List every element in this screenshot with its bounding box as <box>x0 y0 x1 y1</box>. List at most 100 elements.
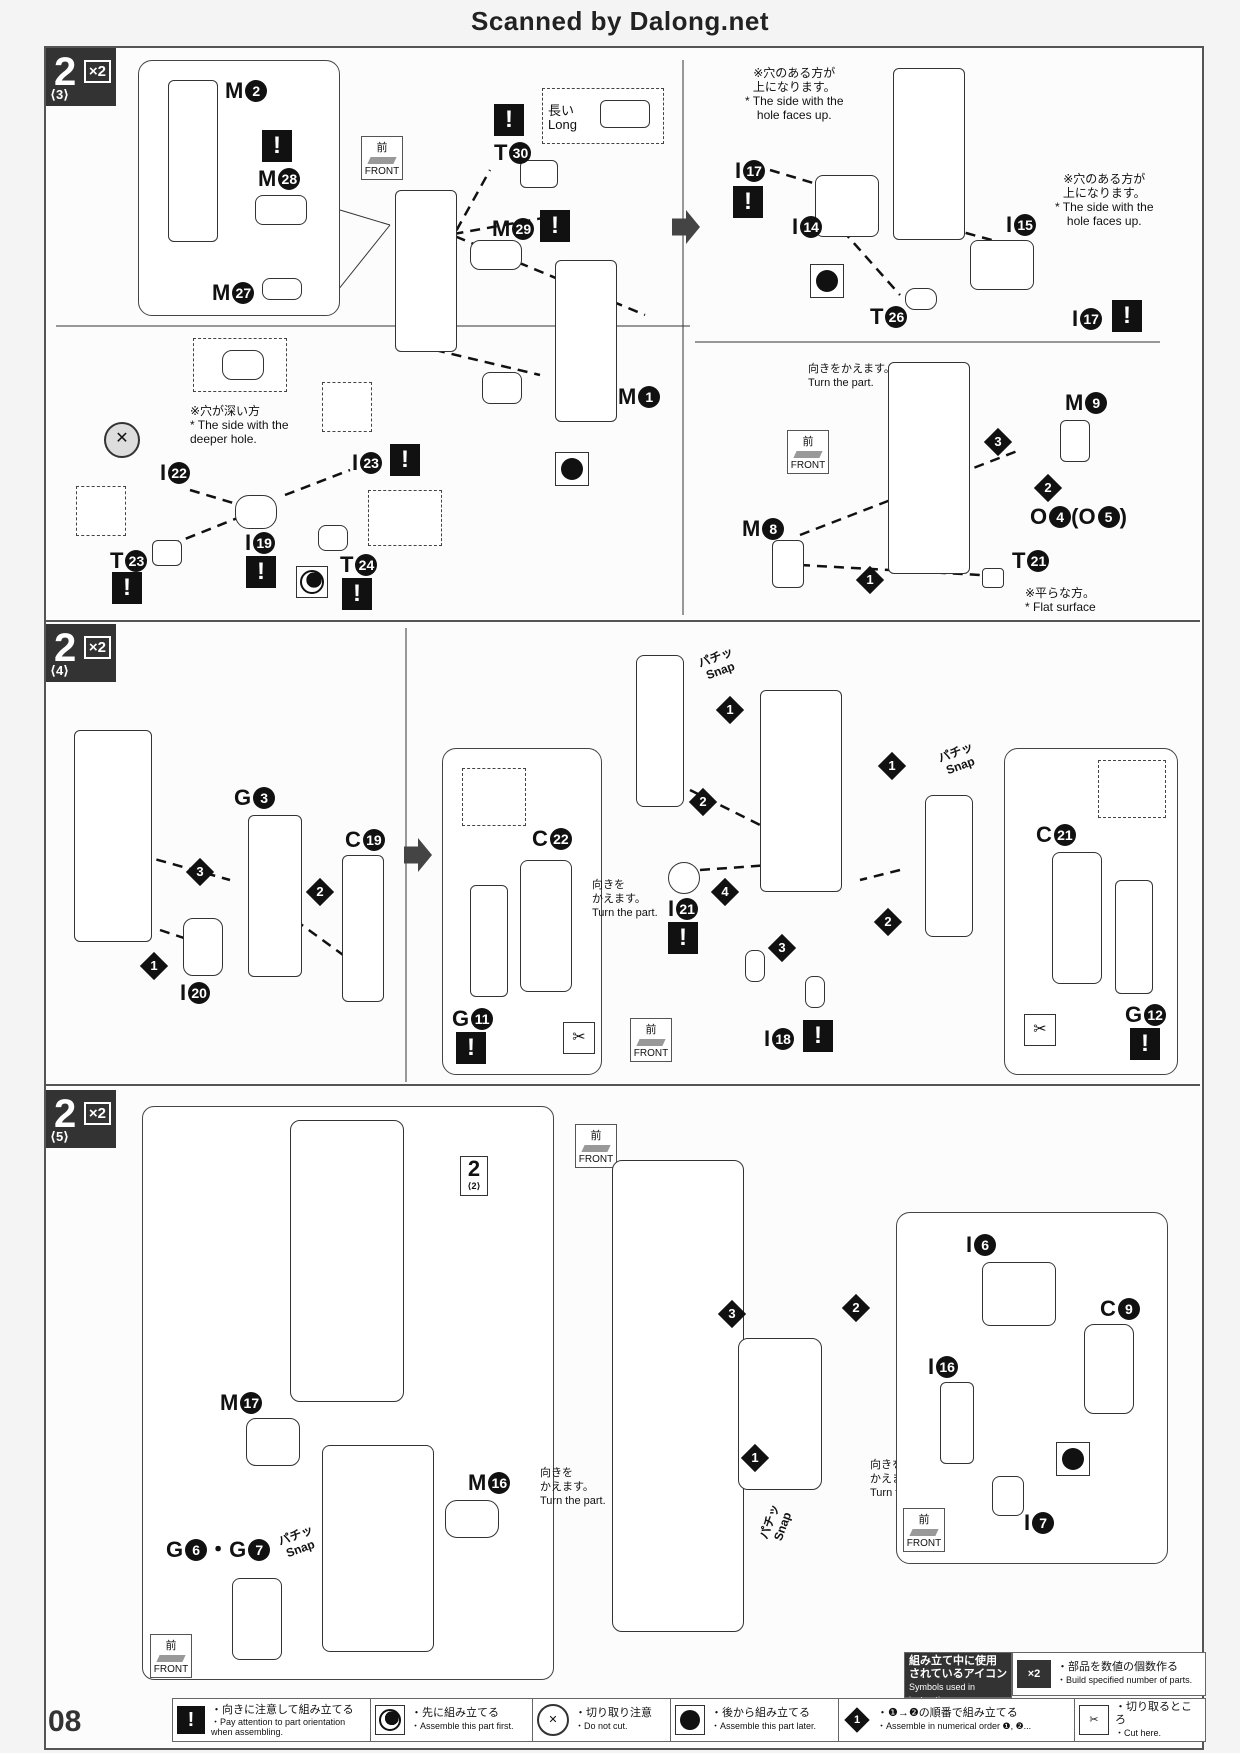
note-turn: 向きをかえます。Turn the part. <box>808 363 895 389</box>
multiplier: ×2 <box>83 60 111 83</box>
warn-icon: ! <box>803 1020 833 1052</box>
frame-part-main <box>395 190 457 352</box>
part-c22 <box>520 860 572 992</box>
warn-icon: ! <box>246 556 276 588</box>
part-arm-left <box>636 655 684 807</box>
section-divider-1 <box>46 620 1200 622</box>
warn-icon: ! <box>456 1032 486 1064</box>
step-2: 2 <box>688 787 718 817</box>
warn-icon: ! <box>112 572 142 604</box>
later-icon <box>1056 1442 1090 1476</box>
step-2: 2 <box>841 1293 871 1323</box>
part-lower-connector <box>482 372 522 404</box>
step-4: 4 <box>710 877 740 907</box>
part-i18a <box>745 950 765 982</box>
part-i14 <box>815 175 879 237</box>
step-2: 2 <box>305 877 335 907</box>
legend-order: 1 ・❶→❷の順番で組み立てる・Assemble in numerical or… <box>838 1698 1076 1742</box>
part-i19-assembly <box>235 495 277 529</box>
step-1: 1 <box>855 565 885 595</box>
frame-part-upper <box>893 68 965 240</box>
legend-title: 組み立て中に使用 されているアイコン Symbols used in instr… <box>904 1652 1012 1705</box>
note-hole-up-2: ※穴のある方が 上になります。* The side with the hole … <box>1055 172 1154 228</box>
full-leg-assembly <box>612 1160 744 1632</box>
step-2: 2 <box>873 907 903 937</box>
section-divider-2 <box>46 1084 1200 1086</box>
step-number: 2 <box>54 1092 77 1136</box>
part-arm-right <box>925 795 973 937</box>
part-g12 <box>1115 880 1153 994</box>
part-t24 <box>318 525 348 551</box>
lower-leg-frame <box>322 1445 434 1652</box>
scan-credit: Scanned by Dalong.net <box>471 6 769 36</box>
warn-icon: ! <box>342 578 372 610</box>
part-g6-g7 <box>232 1578 282 1660</box>
part-hole-detail <box>222 350 264 380</box>
detail-box-t23 <box>76 486 126 536</box>
section-badge-2-4: 2 ⟨4⟩ ×2 <box>46 624 116 682</box>
part-c9 <box>1084 1324 1134 1414</box>
part-i21-ball <box>668 862 700 894</box>
step-sub: ⟨3⟩ <box>50 87 70 102</box>
step-1: 1 <box>715 695 745 725</box>
note-turn-2-5a: 向きを かえます。Turn the part. <box>540 1467 606 1507</box>
note-turn-2-4: 向きを かえます。Turn the part. <box>592 879 658 919</box>
frame-part-center <box>760 690 842 892</box>
frame-part-m2 <box>168 80 218 242</box>
note-flat: ※平らな方。* Flat surface <box>1025 586 1096 614</box>
warn-icon: ! <box>262 130 292 162</box>
part-long-detail <box>600 100 650 128</box>
part-t23 <box>152 540 182 566</box>
part-i7 <box>992 1476 1024 1516</box>
part-i16 <box>940 1382 974 1464</box>
section-badge-2-5: 2 ⟨5⟩ ×2 <box>46 1090 116 1148</box>
step-3: 3 <box>185 857 215 887</box>
x2-icon: ×2 <box>1017 1660 1051 1688</box>
cut-icon: ✂ <box>563 1022 595 1054</box>
step-1: 1 <box>740 1443 770 1473</box>
detail-box-cut-2 <box>1098 760 1166 818</box>
legend-warn: ! ・向きに注意して組み立てる・Pay attention to part or… <box>172 1698 372 1742</box>
part-m17 <box>246 1418 300 1466</box>
step-number: 2 <box>54 626 77 670</box>
warn-icon: ! <box>494 104 524 136</box>
no-cut-icon: ✕ <box>537 1704 569 1736</box>
page-number: 08 <box>48 1705 82 1738</box>
step-3: 3 <box>717 1299 747 1329</box>
part-m16 <box>445 1500 499 1538</box>
ref-step-2-2: 2 ⟨2⟩ <box>460 1156 488 1196</box>
warn-icon: ! <box>1112 300 1142 332</box>
part-g3 <box>248 815 302 977</box>
part-t21 <box>982 568 1004 588</box>
detail-box-cut-1 <box>462 768 526 826</box>
part-m9 <box>1060 420 1090 462</box>
multiplier: ×2 <box>83 636 111 659</box>
upper-leg-assembly <box>290 1120 404 1402</box>
warn-icon: ! <box>1130 1028 1160 1060</box>
